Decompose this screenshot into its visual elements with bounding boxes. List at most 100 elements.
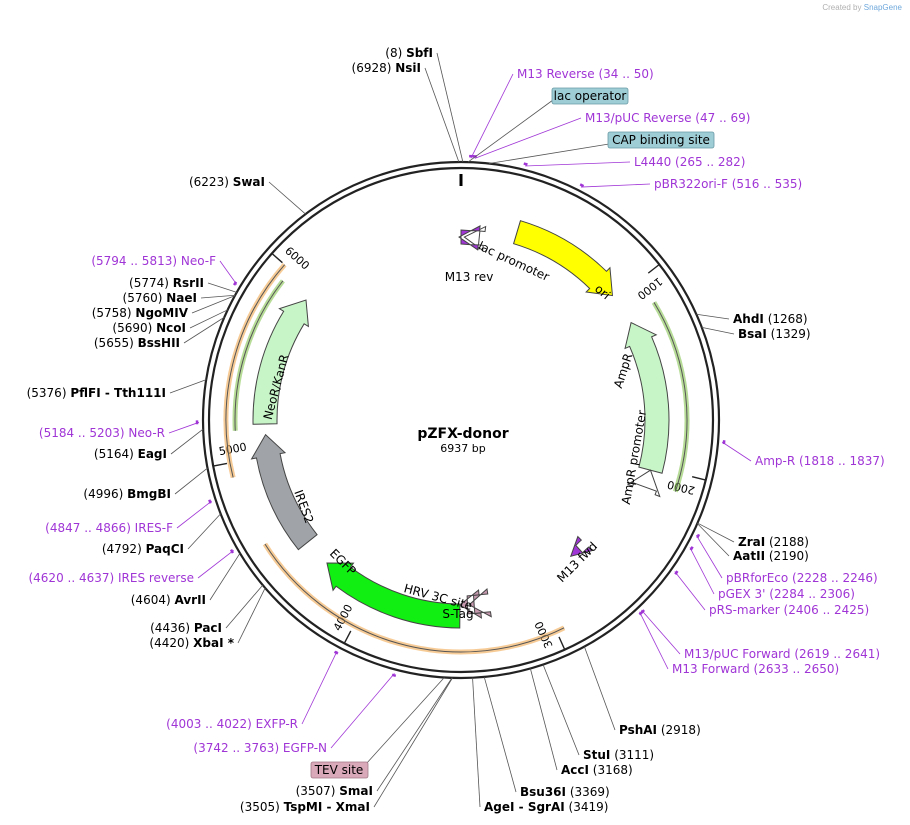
site-name-6: NcoI — [156, 321, 186, 335]
site-name-8: PflFI — [70, 386, 100, 400]
primer-leader-15 — [219, 260, 238, 285]
site-name-7: BssHII — [138, 336, 180, 350]
site-label-23: ZraI (2188) — [738, 535, 809, 549]
site-pos-7: (5655) — [94, 336, 138, 350]
site-pos-20: (3111) — [610, 748, 654, 762]
tick-label-6000: 6000 — [282, 244, 312, 272]
lac-promoter-arrow — [463, 225, 487, 252]
primer-label-5: pBRforEco (2228 .. 2246) — [726, 571, 878, 585]
tick-label-1000: 1000 — [635, 275, 665, 303]
m13-fwd-label: M13 fwd — [554, 539, 600, 585]
ampr-orf-arc — [653, 302, 688, 492]
leader-8 — [169, 379, 207, 394]
site-label-9: (5164) EagI — [94, 447, 167, 461]
tev-site-label: TEV site — [314, 763, 364, 777]
site-label-11: (4792) PaqCI — [102, 542, 184, 556]
hrv-3c-site-arrow — [459, 589, 483, 619]
leader-21 — [584, 646, 616, 731]
primer-label-3: pBR322ori-F (516 .. 535) — [654, 177, 802, 191]
tick-2000 — [691, 476, 706, 481]
site-pos-5: (5758) — [92, 306, 136, 320]
site-name-23: ZraI — [738, 535, 765, 549]
plasmid-size: 6937 bp — [440, 442, 485, 455]
site-name-11: PaqCI — [146, 542, 184, 556]
site-label-5: (5758) NgoMIV — [92, 306, 189, 320]
ampr-label: AmpR — [611, 352, 635, 390]
site-label-14: (4420) XbaI * — [149, 636, 234, 650]
site-name2-17: - SgrAI — [514, 800, 564, 814]
site-label-18: Bsu36I (3369) — [520, 785, 610, 799]
leader-7 — [183, 316, 225, 344]
site-label-2: (6223) SwaI — [189, 175, 265, 189]
site-label-8: (5376) PflFI - Tth111I — [27, 386, 166, 400]
primer-leader-4 — [721, 441, 752, 462]
leader-12 — [209, 552, 241, 601]
tev-site-box: TEV site — [310, 761, 369, 779]
site-pos-15: (3507) — [296, 784, 340, 798]
primer-leader-11 — [330, 673, 395, 749]
leader-2 — [268, 181, 306, 215]
site-leaders — [168, 52, 752, 808]
site-pos-13: (4436) — [150, 621, 194, 635]
site-pos-2: (6223) — [189, 175, 233, 189]
primer-label-0: M13 Reverse (34 .. 50) — [517, 67, 654, 81]
leader-13 — [225, 584, 264, 629]
site-pos-3: (5774) — [129, 276, 173, 290]
ori-arrow — [512, 220, 614, 297]
leader-23 — [697, 522, 735, 543]
m13-rev-mark — [458, 225, 481, 251]
primer-leader-7 — [674, 571, 706, 611]
primer-leader-2 — [525, 161, 631, 167]
site-pos-22: (2190) — [765, 549, 809, 563]
primer-mark-2 — [523, 162, 528, 166]
primer-label-12: (4847 .. 4866) IRES-F — [45, 521, 173, 535]
tev-site-leader — [365, 677, 445, 765]
s-tag-label: S-Tag — [442, 607, 473, 621]
site-pos-8: (5376) — [27, 386, 71, 400]
tick-5000 — [213, 462, 228, 467]
site-name-22: AatII — [733, 549, 765, 563]
site-label-12: (4604) AvrII — [131, 593, 206, 607]
cap-binding-site-label: CAP binding site — [612, 133, 710, 147]
site-name-5: NgoMIV — [135, 306, 188, 320]
plasmid-name: pZFX-donor — [417, 426, 508, 442]
site-name-20: StuI — [583, 748, 610, 762]
primer-mark-3 — [579, 183, 585, 188]
site-name2-16: - XmaI — [322, 800, 370, 814]
site-name-24: BsaI — [738, 327, 767, 341]
lac-operator-box: lac operator — [551, 87, 629, 105]
primer-mark-15 — [233, 281, 238, 286]
primer-label-6: pGEX 3' (2284 .. 2306) — [718, 587, 855, 601]
site-pos-1: (6928) — [352, 61, 396, 75]
site-pos-0: (8) — [385, 46, 406, 60]
orf-arcs — [223, 263, 690, 655]
site-name-17: AgeI — [484, 800, 514, 814]
leader-15 — [376, 677, 453, 792]
site-name-21: PshAI — [619, 723, 657, 737]
site-name-0: SbfI — [406, 46, 433, 60]
leader-9 — [170, 428, 204, 455]
primer-label-7: pRS-marker (2406 .. 2425) — [709, 603, 869, 617]
primer-leader-14 — [168, 421, 200, 434]
site-name-18: Bsu36I — [520, 785, 566, 799]
site-label-10: (4996) BmgBI — [83, 487, 171, 501]
primer-leader-12 — [176, 500, 213, 529]
site-pos-19: (3168) — [589, 763, 633, 777]
primer-label-11: (3742 .. 3763) EGFP-N — [193, 741, 327, 755]
primer-leader-0 — [470, 73, 514, 159]
site-pos-18: (3369) — [566, 785, 610, 799]
primer-mark-5 — [696, 533, 701, 539]
ires2-arrow — [250, 433, 318, 551]
site-name-1: NsiI — [395, 61, 421, 75]
site-label-7: (5655) BssHII — [94, 336, 180, 350]
tick-4000 — [343, 630, 352, 644]
leader-10 — [174, 467, 208, 495]
tick-1000 — [647, 263, 660, 274]
leader-6 — [189, 309, 228, 329]
site-name-2: SwaI — [233, 175, 265, 189]
site-name-3: RsrII — [173, 276, 204, 290]
ampr-arrow — [624, 321, 670, 474]
site-pos-17: (3419) — [565, 800, 609, 814]
site-label-21: PshAI (2918) — [619, 723, 701, 737]
